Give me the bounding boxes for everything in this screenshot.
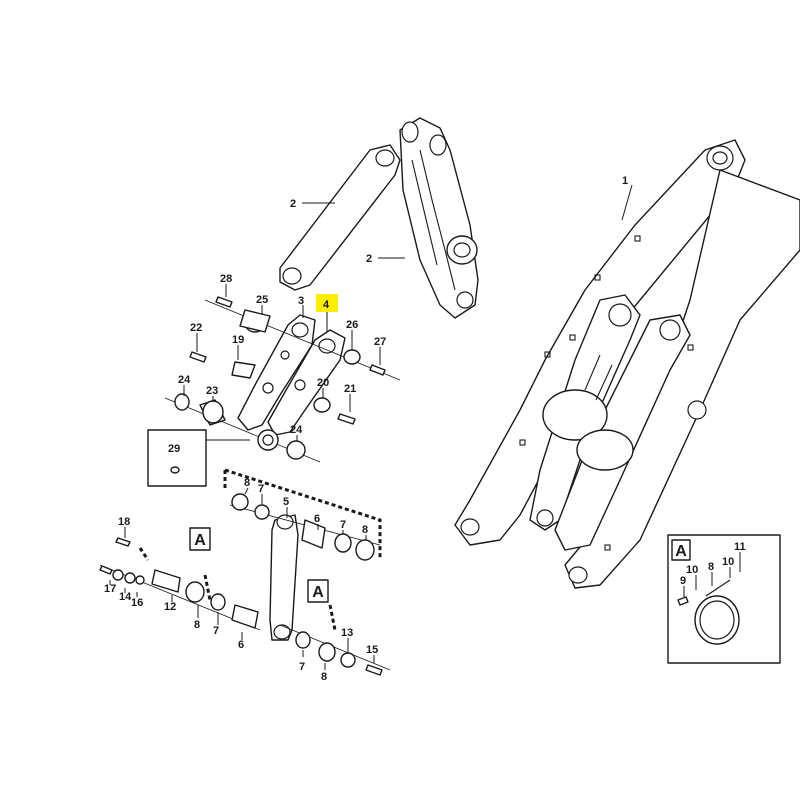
callout-23: 23 <box>206 385 218 397</box>
pin-group-upper <box>164 296 401 463</box>
callout-7-b: 7 <box>340 519 346 531</box>
callout-6-upper: 6 <box>314 513 320 525</box>
callout-8-c: 8 <box>194 619 200 631</box>
callout-4-highlight <box>316 294 338 312</box>
callout-7-a: 7 <box>258 483 264 495</box>
callout-8-a: 8 <box>244 477 250 489</box>
callout-7-c: 7 <box>213 625 219 637</box>
callout-3: 3 <box>298 295 304 307</box>
callout-2-lever: 2 <box>366 253 372 265</box>
callout-11: 11 <box>734 541 746 553</box>
detail-marker-a2: A <box>307 579 329 603</box>
callout-10-b: 10 <box>722 556 734 568</box>
callout-24-b: 24 <box>290 424 303 436</box>
callout-21: 21 <box>344 383 356 395</box>
svg-text:A: A <box>194 532 206 549</box>
callout-1: 1 <box>622 175 628 187</box>
pin-group-lower <box>99 493 391 676</box>
callout-17: 17 <box>104 583 116 595</box>
svg-text:A: A <box>312 584 324 601</box>
detail-marker-a3: A <box>671 539 691 561</box>
callout-8-b: 8 <box>362 524 368 536</box>
detail-marker-a1: A <box>189 527 211 551</box>
callout-14: 14 <box>119 591 132 603</box>
link-5 <box>269 514 299 641</box>
callout-6-lower: 6 <box>238 639 244 651</box>
callout-13: 13 <box>341 627 353 639</box>
callout-28: 28 <box>220 273 232 285</box>
callout-16: 16 <box>131 597 143 609</box>
callout-20: 20 <box>317 377 329 389</box>
callout-12: 12 <box>164 601 176 613</box>
callout-2-link: 2 <box>290 198 296 210</box>
callout-25: 25 <box>256 294 268 306</box>
lift-arm-1 <box>454 139 800 589</box>
callout-9: 9 <box>680 575 686 587</box>
link-plate-4 <box>267 329 346 436</box>
detail-box-29 <box>147 429 250 487</box>
callout-27: 27 <box>374 336 386 348</box>
tilt-link-2 <box>279 144 401 291</box>
callout-24-a: 24 <box>178 374 191 386</box>
leader-lines <box>109 184 741 670</box>
callout-numbers: 1 2 2 3 4 5 6 6 7 7 7 7 8 8 8 8 8 9 10 1… <box>104 175 746 683</box>
callout-22: 22 <box>190 322 202 334</box>
callout-8-d: 8 <box>321 671 327 683</box>
callout-5: 5 <box>283 496 289 508</box>
callout-18: 18 <box>118 516 130 528</box>
callout-10-a: 10 <box>686 564 698 576</box>
svg-text:A: A <box>675 543 687 560</box>
callout-29: 29 <box>168 443 180 455</box>
callout-19: 19 <box>232 334 244 346</box>
callout-4: 4 <box>323 299 330 311</box>
callout-8-detail: 8 <box>708 561 714 573</box>
callout-7-d: 7 <box>299 661 305 673</box>
callout-15: 15 <box>366 644 378 656</box>
callout-26: 26 <box>346 319 358 331</box>
tilt-lever-2 <box>399 117 479 319</box>
group-dashes <box>138 468 382 631</box>
link-plate-3 <box>237 314 316 431</box>
